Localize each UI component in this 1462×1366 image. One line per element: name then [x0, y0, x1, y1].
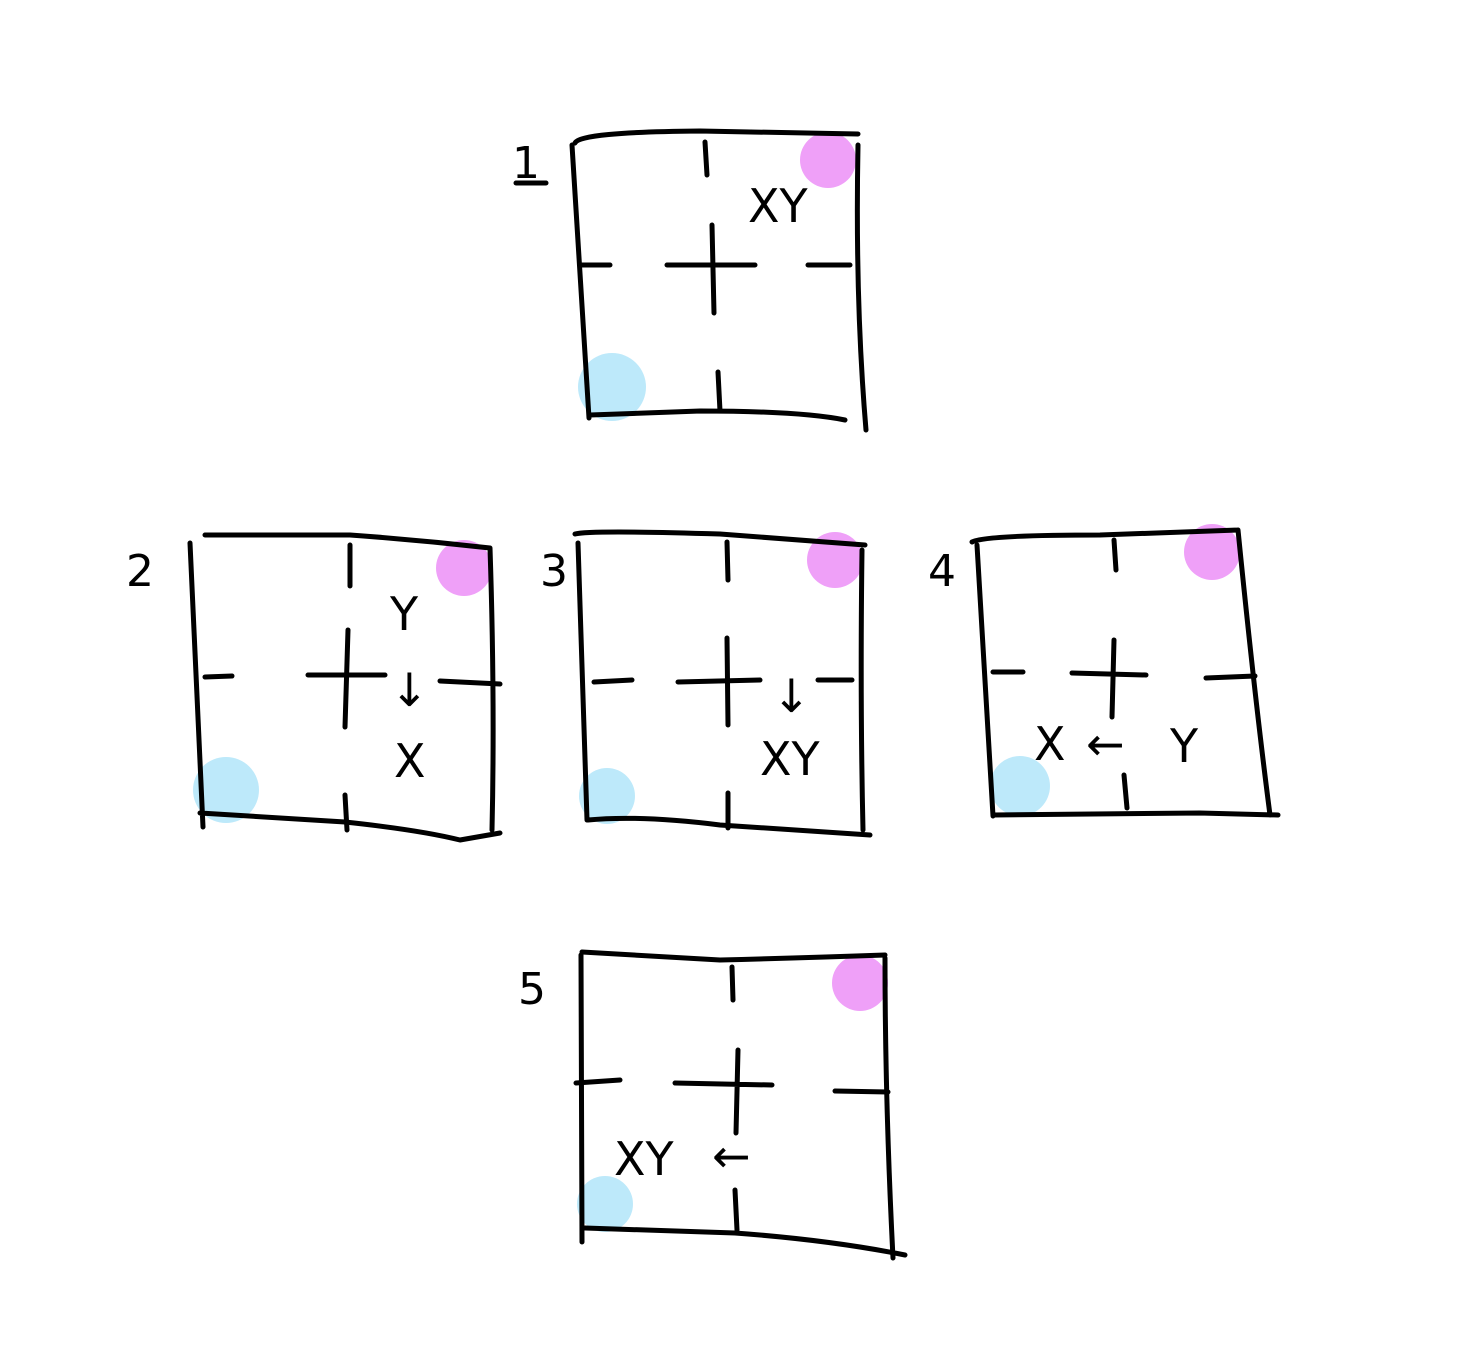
crosshair — [675, 635, 763, 728]
crosshair — [672, 1047, 775, 1136]
panel-1: 1 XY — [512, 128, 869, 433]
panel-2: 2 Y ↓ X — [126, 532, 503, 843]
label-x: X — [394, 734, 426, 788]
label-x: X — [1034, 717, 1066, 771]
label-xy: XY — [614, 1132, 675, 1186]
label-xy: XY — [760, 732, 821, 786]
blue-dot — [579, 768, 635, 824]
edge-ticks — [579, 139, 853, 414]
panel-frame — [969, 527, 1281, 819]
panel-frame — [578, 949, 908, 1261]
blue-dot — [578, 353, 646, 421]
pink-dot — [800, 132, 856, 188]
edge-ticks — [591, 539, 855, 831]
edge-ticks — [573, 964, 891, 1233]
panel-frame — [569, 128, 869, 433]
edge-ticks — [202, 542, 503, 833]
edge-ticks — [990, 537, 1258, 811]
label-xy: XY — [748, 179, 809, 233]
blue-dot — [193, 757, 259, 823]
panel-3: 3 ↓ XY — [540, 529, 873, 838]
panel-frame — [572, 529, 873, 838]
crosshair — [1069, 637, 1149, 720]
crosshair — [664, 222, 758, 316]
panel-number: 2 — [126, 546, 154, 597]
panel-frame — [187, 532, 503, 843]
arrow-down-icon: ↓ — [390, 663, 429, 717]
panel-4: 4 X ← Y — [928, 524, 1281, 819]
panel-5: 5 XY ← — [518, 949, 908, 1261]
blue-dot — [577, 1176, 633, 1232]
label-y: Y — [1169, 719, 1199, 773]
crosshair — [305, 627, 388, 730]
pink-dot — [1184, 524, 1240, 580]
panel-number: 5 — [518, 964, 546, 1015]
pink-dot — [832, 955, 888, 1011]
panel-number: 4 — [928, 546, 956, 597]
arrow-left-icon: ← — [1086, 717, 1125, 771]
label-y: Y — [389, 587, 419, 641]
pink-dot — [436, 540, 492, 596]
blue-dot — [990, 756, 1050, 816]
panel-number: 3 — [540, 546, 568, 597]
arrow-down-icon: ↓ — [772, 669, 811, 723]
arrow-left-icon: ← — [712, 1129, 751, 1183]
